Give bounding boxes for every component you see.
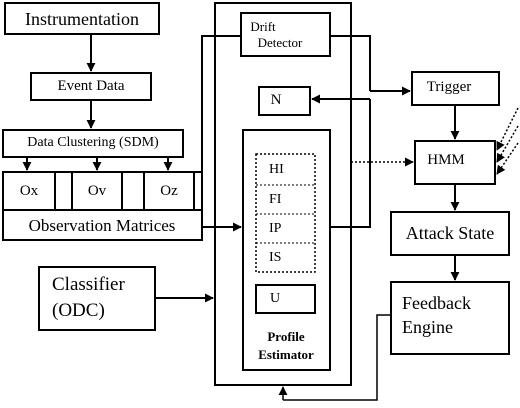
- ov-label: Ov: [87, 183, 107, 199]
- oz-box: [143, 171, 195, 211]
- instrumentation-label: Instrumentation: [25, 9, 139, 29]
- estimator-label: Estimator: [258, 347, 314, 362]
- central-module-box: [214, 2, 352, 386]
- line-profile-to-right: [330, 99, 371, 228]
- detector-label: Detector: [257, 35, 303, 50]
- data-clustering-box: [2, 129, 184, 158]
- event-data-label: Event Data: [57, 78, 125, 94]
- line-drift-to-trigger: [330, 35, 371, 91]
- ox-box: [2, 171, 56, 211]
- line-observation-to-drift: [201, 35, 241, 190]
- ox-label: Ox: [19, 183, 39, 199]
- instrumentation-box: [4, 2, 160, 35]
- hmm-label: HMM: [427, 152, 465, 168]
- ip-label: IP: [269, 221, 282, 236]
- attack-state-label: Attack State: [405, 223, 495, 243]
- classifier-odc-label: (ODC): [52, 300, 105, 321]
- drift-detector-box: [240, 12, 331, 57]
- drift-label: Drift: [250, 19, 276, 34]
- attack-state-box: [390, 211, 510, 256]
- hi-label: HI: [269, 162, 284, 177]
- line-feedback-to-center: [283, 314, 391, 401]
- profile-label: Profile: [267, 329, 305, 344]
- profile-inner-box: [255, 153, 316, 273]
- fi-label: FI: [269, 192, 282, 207]
- observation-matrices-label: Observation Matrices: [28, 216, 176, 235]
- is-label: IS: [269, 250, 282, 265]
- ov-box: [71, 171, 123, 211]
- n-box: [258, 86, 311, 116]
- engine-label: Engine: [402, 317, 453, 337]
- profile-estimator-box: [242, 129, 331, 371]
- u-label: U: [270, 291, 281, 306]
- u-box: [255, 284, 316, 314]
- classifier-label: Classifier: [52, 274, 125, 295]
- oz-label: Oz: [160, 183, 178, 199]
- trigger-label: Trigger: [426, 79, 472, 95]
- feedback-engine-box: [390, 281, 510, 355]
- n-label: N: [270, 92, 282, 108]
- dotted-arrow-external-3: [496, 142, 519, 175]
- data-clustering-label: Data Clustering (SDM): [27, 135, 159, 150]
- feedback-label: Feedback: [402, 293, 471, 313]
- profile-separators: [256, 184, 315, 244]
- dotted-arrow-external-2: [496, 125, 519, 163]
